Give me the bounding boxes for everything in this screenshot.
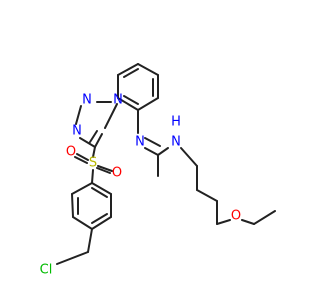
atom-label-oe: O xyxy=(231,209,241,224)
bond-line xyxy=(137,97,159,111)
bond-line xyxy=(91,187,108,198)
atom-label-layer: N N N N N H S O O O Cl xyxy=(40,93,241,278)
bond-line xyxy=(71,182,93,195)
bond-line xyxy=(91,169,94,184)
atom-label-s: S xyxy=(89,156,97,171)
bond-line xyxy=(117,63,139,76)
bond-line xyxy=(216,219,231,225)
atom-label-n4: N xyxy=(135,135,145,150)
bond-line xyxy=(96,167,111,174)
bond-line xyxy=(253,210,276,225)
molecule-diagram: N N N N N H S O O O Cl xyxy=(40,63,276,278)
bond-line xyxy=(91,182,112,195)
bond-line xyxy=(144,137,161,147)
atom-label-n1: N xyxy=(113,93,123,108)
structure-canvas: N N N N N H S O O O Cl xyxy=(39,63,276,278)
atom-label-n2: N xyxy=(82,93,92,108)
atom-label-o1: O xyxy=(112,166,122,181)
bond-line xyxy=(71,193,74,218)
bond-line xyxy=(180,147,198,167)
bond-line xyxy=(97,165,113,172)
bond-line xyxy=(79,137,96,148)
bond-line xyxy=(123,95,139,105)
bond-line xyxy=(104,103,118,129)
atom-label-h: H xyxy=(171,115,181,130)
bond-layer xyxy=(56,63,276,265)
bond-line xyxy=(87,228,93,253)
atom-label-nh: N xyxy=(171,135,181,150)
bond-line xyxy=(157,147,169,156)
bond-line xyxy=(241,219,255,225)
bond-line xyxy=(56,251,89,265)
bond-line xyxy=(117,97,139,111)
bond-line xyxy=(74,156,88,164)
bond-line xyxy=(91,216,112,230)
atom-label-n3: N xyxy=(72,124,82,139)
atom-label-o2: O xyxy=(66,145,76,160)
bond-line xyxy=(89,130,98,143)
bond-line xyxy=(75,105,82,125)
bond-line xyxy=(123,68,139,78)
bond-line xyxy=(196,189,218,202)
bond-line xyxy=(137,63,159,76)
bond-line xyxy=(91,213,108,224)
atom-label-cl: Cl xyxy=(40,263,53,278)
bond-line xyxy=(92,146,96,158)
bond-line xyxy=(144,147,159,156)
bond-line xyxy=(94,133,103,148)
bond-line xyxy=(76,153,89,161)
bond-line xyxy=(72,216,93,230)
